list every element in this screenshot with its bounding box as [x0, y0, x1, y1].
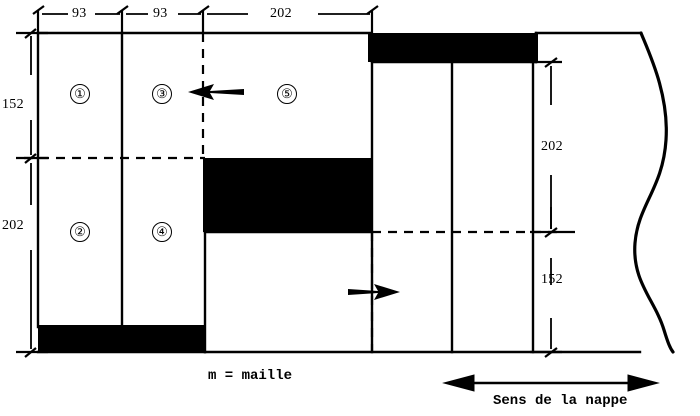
right-arrow-mid: [544, 227, 558, 238]
top-tick-b-slash: [116, 5, 129, 15]
left-arrow-bot: [24, 347, 37, 358]
top-dim-label-3: 202: [270, 6, 292, 21]
top-tick-c-slash: [197, 5, 210, 15]
panel-outlines: [36, 31, 643, 354]
left-dim-label-2: 202: [2, 218, 24, 233]
dashed-construction-lines: [24, 33, 560, 352]
sheet-direction-head-right: [627, 374, 660, 392]
arrow-pointing-left: [188, 84, 244, 100]
right-dim-label-2: 152: [541, 272, 563, 287]
top-tick-d-slash: [366, 5, 379, 15]
legend-note: m = maille: [208, 368, 293, 384]
torn-edge-wavy: [633, 31, 675, 354]
black-fill-regions: [38, 33, 538, 352]
cell-marker-1: ①: [70, 84, 90, 104]
top-dim-label-1: 93: [72, 6, 87, 21]
cell-marker-2: ②: [70, 222, 90, 242]
top-dimension-chain: [32, 5, 379, 33]
cell-marker-5: ⑤: [277, 84, 297, 104]
cell-marker-4: ④: [152, 222, 172, 242]
black-block-top-right: [368, 33, 538, 62]
left-arrow-top: [24, 28, 37, 39]
right-dimension-chain: [530, 57, 575, 358]
right-arrow-bot: [544, 347, 558, 358]
sheet-direction-head-left: [442, 374, 475, 392]
top-tick-a-slash: [32, 5, 45, 15]
cell-marker-3: ③: [152, 84, 172, 104]
left-arrow-mid: [24, 153, 37, 164]
sheet-direction-label: Sens de la nappe: [493, 393, 628, 409]
arrow-pointing-right: [348, 284, 400, 300]
right-arrow-top: [544, 57, 558, 68]
right-dim-label-1: 202: [541, 139, 563, 154]
field-direction-arrows: [188, 84, 400, 300]
sheet-direction-arrow: [442, 374, 660, 392]
left-dim-label-1: 152: [2, 97, 24, 112]
top-dim-label-2: 93: [153, 6, 168, 21]
left-dimension-chain: [16, 28, 48, 358]
black-block-center: [203, 158, 372, 232]
black-block-bottom-left: [38, 325, 205, 352]
